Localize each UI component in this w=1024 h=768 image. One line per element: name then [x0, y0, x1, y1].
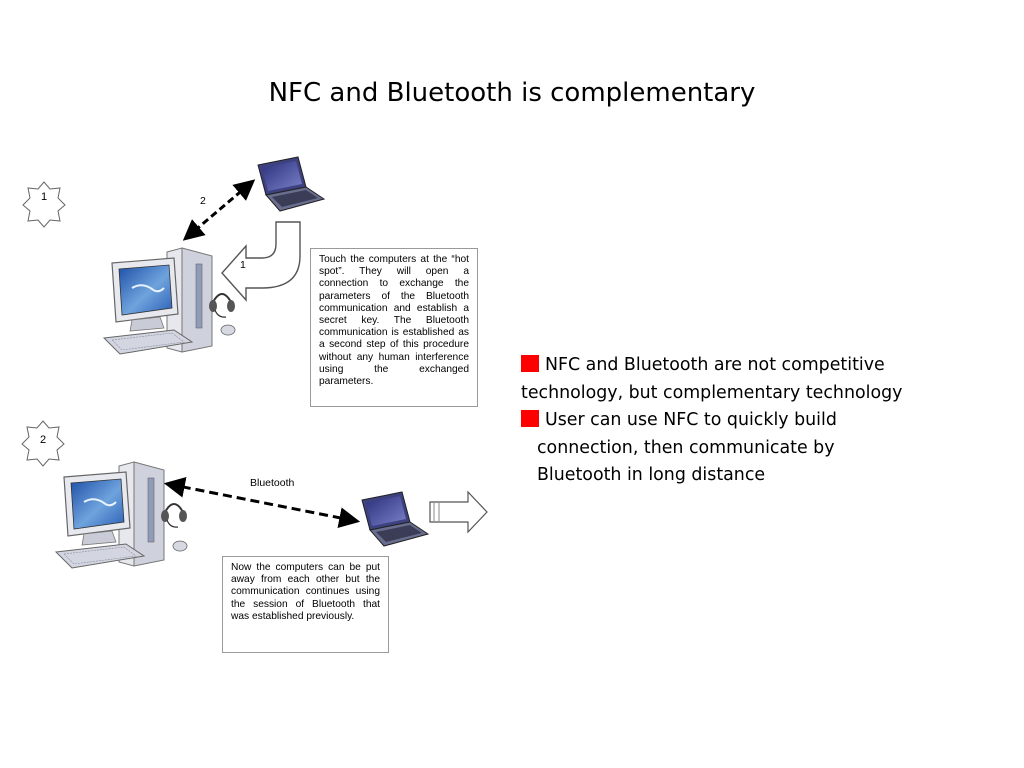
step-badge-icon — [22, 181, 66, 228]
dashed-double-arrow-icon — [182, 179, 256, 241]
bullet-square-icon — [521, 410, 539, 427]
headset-icon — [160, 503, 188, 529]
step-badge-icon — [21, 420, 65, 467]
step-number: 2 — [39, 434, 47, 446]
step-badge-1: 1 — [21, 177, 67, 217]
bullet-text: User can use NFC to quickly build — [545, 410, 837, 430]
dashed-double-arrow-icon — [163, 476, 361, 529]
desktop-computer-icon — [55, 461, 165, 569]
bullet-item: User can use NFC to quickly build — [521, 407, 941, 435]
bluetooth-label: Bluetooth — [250, 477, 295, 489]
headset-icon — [208, 293, 236, 319]
mouse-icon — [220, 324, 236, 336]
arrow-label-1: 1 — [240, 259, 246, 271]
laptop-icon — [257, 156, 325, 212]
bullet-text-continuation: technology, but complementary technology — [521, 382, 903, 403]
outline-arrow-icon — [429, 490, 488, 534]
step-number: 1 — [40, 191, 48, 203]
bullet-text-continuation: Bluetooth in long distance — [537, 465, 766, 485]
note-apart: Now the computers can be put away from e… — [222, 556, 389, 653]
bullet-list: NFC and Bluetooth are not competitive te… — [521, 352, 941, 490]
step-badge-2: 2 — [20, 420, 66, 460]
mouse-icon — [172, 540, 188, 552]
desktop-computer-icon — [103, 247, 213, 355]
laptop-icon — [361, 491, 429, 547]
arrow-label-2: 2 — [200, 195, 206, 207]
bullet-square-icon — [521, 355, 539, 372]
bullet-text-continuation: connection, then communicate by — [537, 437, 835, 458]
bullet-item: NFC and Bluetooth are not competitive — [521, 352, 941, 380]
bullet-text: NFC and Bluetooth are not competitive — [545, 355, 885, 375]
note-touch: Touch the computers at the “hot spot”. T… — [310, 248, 478, 407]
curved-arrow-icon — [221, 221, 301, 302]
slide-title: NFC and Bluetooth is complementary — [268, 78, 756, 108]
